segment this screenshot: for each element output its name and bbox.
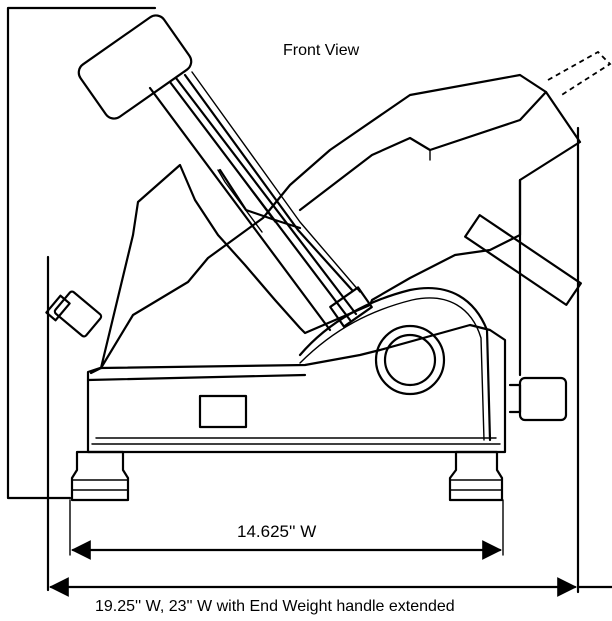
overall-width-label: 19.25'' W, 23'' W with End Weight handle…	[95, 598, 455, 615]
left-foot	[70, 450, 130, 502]
left-knob-body	[53, 290, 103, 338]
right-foot-band	[449, 479, 503, 491]
tray-lower-slide	[218, 168, 302, 230]
hub-outer-circle	[374, 324, 446, 396]
view-title: Front View	[283, 42, 360, 59]
base-body	[86, 323, 507, 454]
handle-extended-dashed	[547, 50, 612, 97]
left-knob-cap	[45, 294, 71, 322]
tray-diagonal-lower	[183, 73, 354, 292]
left-foot-band	[71, 479, 129, 491]
right-side-knob-stem	[508, 383, 522, 414]
tray-arm-rail	[174, 76, 358, 316]
tray-slot-left	[217, 169, 263, 233]
base-top-line	[86, 373, 307, 382]
right-side-knob	[518, 376, 568, 422]
tray-arm-outer	[148, 86, 332, 332]
motor-housing-arc-inner	[299, 297, 485, 441]
right-foot	[448, 450, 504, 502]
main-housing-outline	[89, 73, 582, 375]
hub-inner-circle	[383, 333, 437, 387]
upper-body-shelf	[298, 90, 548, 212]
end-weight-handle	[464, 214, 582, 306]
left-extension-bracket	[6, 6, 157, 500]
motor-housing-arc	[298, 287, 492, 442]
tray-slot-right	[239, 174, 276, 223]
base-width-label: 14.625'' W	[237, 522, 317, 541]
base-name-plate	[198, 394, 248, 429]
tray-head	[77, 14, 193, 120]
tray-diagonal-shadow	[191, 71, 361, 293]
tray-end-stop	[329, 286, 373, 328]
